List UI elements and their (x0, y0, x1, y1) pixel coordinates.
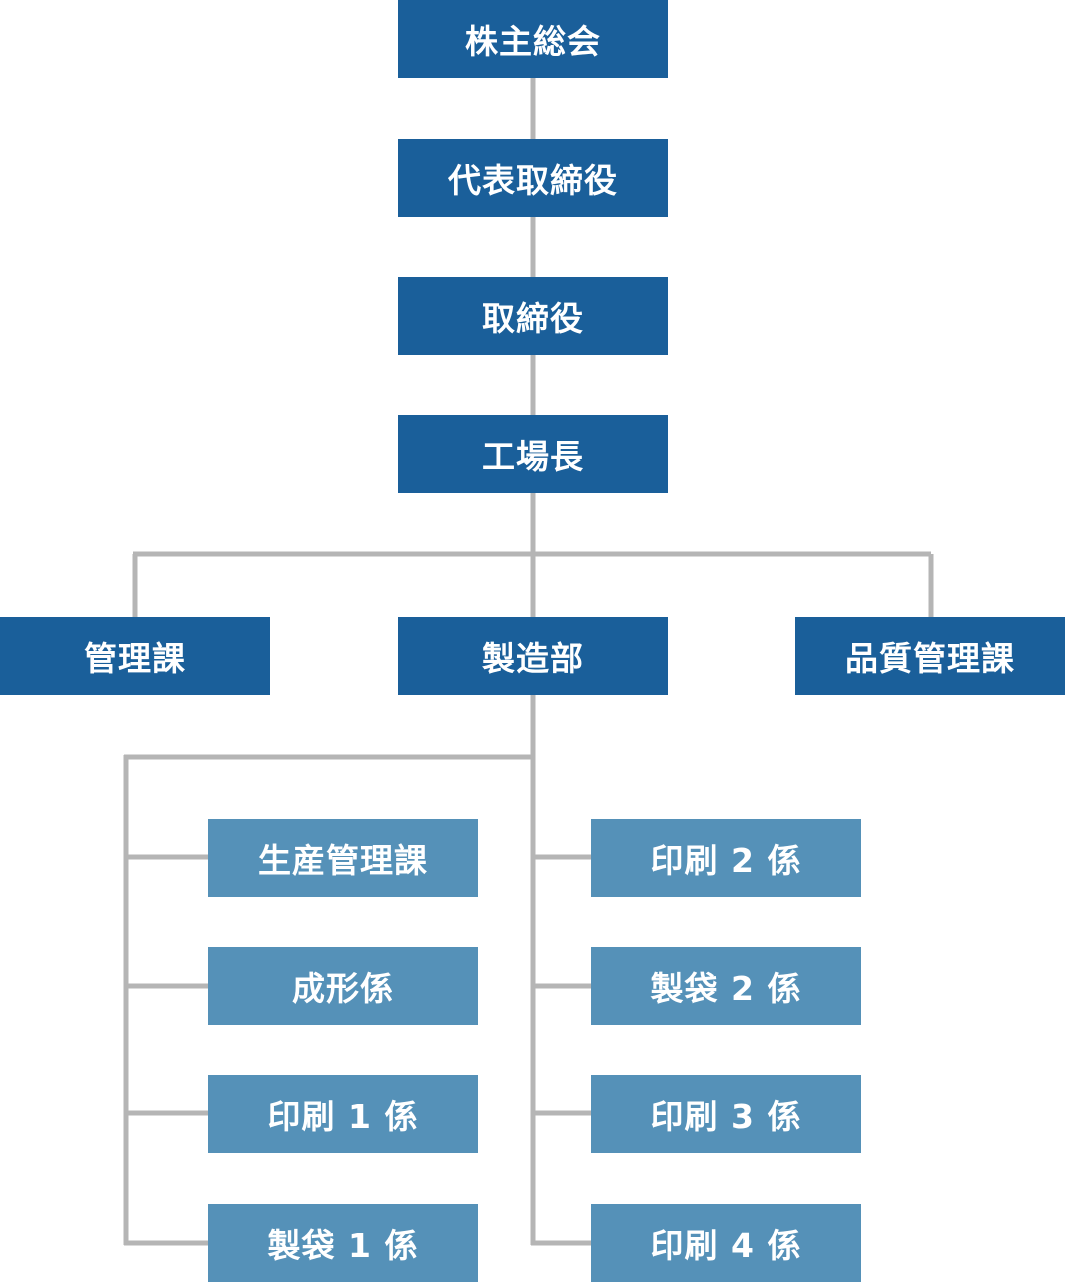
node-printing-unit-1: 印刷 1 係 (208, 1075, 478, 1153)
node-factory-manager: 工場長 (398, 415, 668, 493)
node-quality-control-section: 品質管理課 (795, 617, 1065, 695)
node-molding-unit: 成形係 (208, 947, 478, 1025)
node-ceo: 代表取締役 (398, 139, 668, 217)
node-directors: 取締役 (398, 277, 668, 355)
node-printing-unit-4: 印刷 4 係 (591, 1204, 861, 1282)
node-production-control-section: 生産管理課 (208, 819, 478, 897)
node-bag-making-unit-1: 製袋 1 係 (208, 1204, 478, 1282)
node-shareholders-meeting: 株主総会 (398, 0, 668, 78)
node-manufacturing-dept: 製造部 (398, 617, 668, 695)
node-printing-unit-2: 印刷 2 係 (591, 819, 861, 897)
node-bag-making-unit-2: 製袋 2 係 (591, 947, 861, 1025)
node-admin-section: 管理課 (0, 617, 270, 695)
node-printing-unit-3: 印刷 3 係 (591, 1075, 861, 1153)
